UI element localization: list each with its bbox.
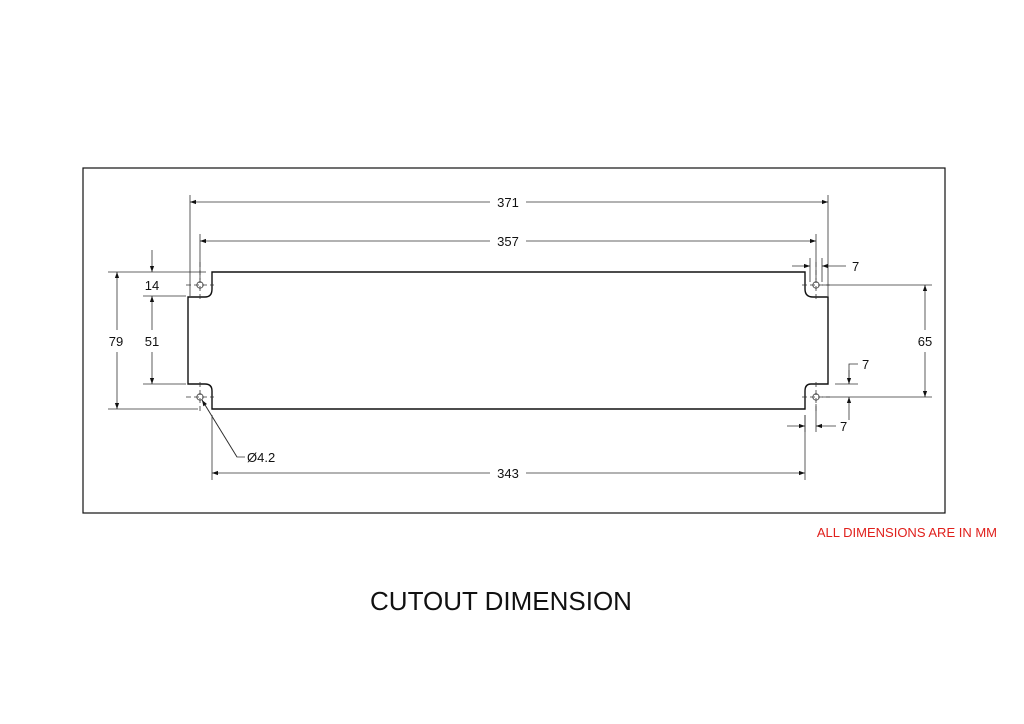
mounting-holes — [186, 262, 830, 412]
dim-overall-height: 79 — [109, 334, 123, 349]
dim-top-hole-offset: 7 — [852, 259, 859, 274]
dim-vertical-hole-offset: 7 — [862, 357, 869, 372]
drawing-frame — [82, 167, 946, 514]
dim-overall-width: 371 — [497, 195, 519, 210]
cutout-outline — [187, 271, 829, 410]
dim-hole-spacing-height: 65 — [918, 334, 932, 349]
dim-hole-diameter: Ø4.2 — [247, 450, 275, 465]
dimension-lines — [114, 199, 928, 476]
dim-bottom-hole-offset: 7 — [840, 419, 847, 434]
dim-bottom-width: 343 — [497, 466, 519, 481]
extension-lines — [108, 195, 932, 480]
dim-hole-spacing-width: 357 — [497, 234, 519, 249]
dimension-labels: 371 357 343 79 14 51 65 7 7 7 Ø4.2 — [109, 195, 932, 481]
dim-side-height: 51 — [145, 334, 159, 349]
dim-notch-height: 14 — [145, 278, 159, 293]
units-note: ALL DIMENSIONS ARE IN MM — [816, 525, 997, 540]
drawing-title: CUTOUT DIMENSION — [370, 586, 632, 616]
